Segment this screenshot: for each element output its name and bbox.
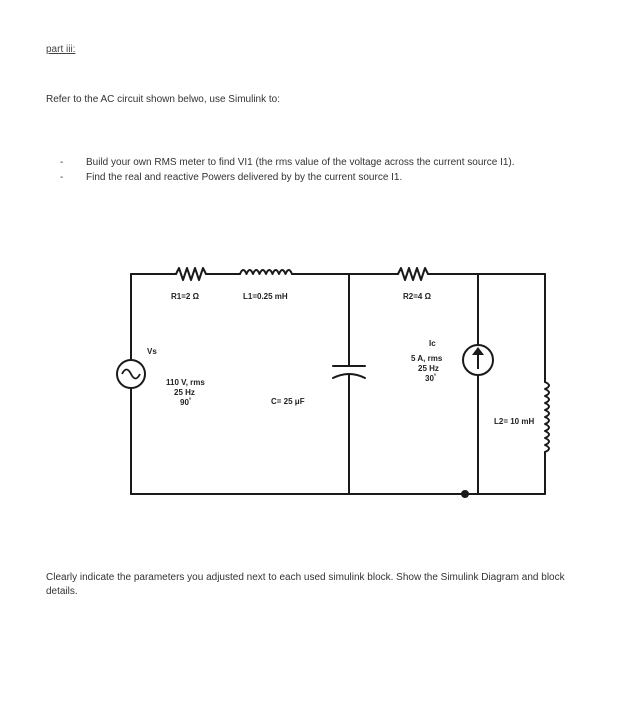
sine-wave-icon (121, 368, 141, 380)
task-text: Find the real and reactive Powers delive… (86, 172, 403, 183)
is-phase: 30° (425, 374, 437, 383)
task-item: - Find the real and reactive Powers deli… (56, 171, 576, 184)
resistor-r2 (397, 267, 429, 281)
l2-label: L2= 10 mH (494, 417, 534, 426)
task-text: Build your own RMS meter to find VI1 (th… (86, 157, 515, 168)
vs-phase: 90° (180, 398, 192, 407)
resistor-r1 (175, 267, 207, 281)
vs-label: Vs (147, 347, 157, 356)
intro-text: Refer to the AC circuit shown belwo, use… (46, 94, 280, 105)
is-phase-unit: ° (434, 374, 437, 380)
is-value: 5 A, rms (411, 354, 443, 363)
r2-label: R2=4 Ω (403, 292, 432, 301)
task-item: - Build your own RMS meter to find VI1 (… (56, 156, 576, 169)
task-list: - Build your own RMS meter to find VI1 (… (56, 156, 576, 186)
bullet-dash: - (60, 157, 64, 168)
arrowhead-icon (472, 347, 484, 355)
node-dot (461, 490, 469, 498)
c-label: C= 25 μF (271, 397, 305, 406)
ic-label: Ic (429, 339, 436, 348)
is-phase-value: 30 (425, 374, 434, 383)
vs-phase-value: 90 (180, 398, 189, 407)
closing-instructions: Clearly indicate the parameters you adju… (46, 572, 565, 597)
is-freq: 25 Hz (418, 364, 439, 373)
inductor-l2 (544, 381, 550, 453)
l1-label: L1=0.25 mH (243, 292, 288, 301)
vs-phase-unit: ° (189, 398, 192, 404)
vs-freq: 25 Hz (174, 388, 195, 397)
r1-label: R1=2 Ω (171, 292, 200, 301)
inductor-l1 (239, 269, 293, 275)
vs-value: 110 V, rms (166, 378, 205, 387)
bullet-dash: - (60, 172, 64, 183)
part-heading: part iii: (46, 44, 76, 55)
